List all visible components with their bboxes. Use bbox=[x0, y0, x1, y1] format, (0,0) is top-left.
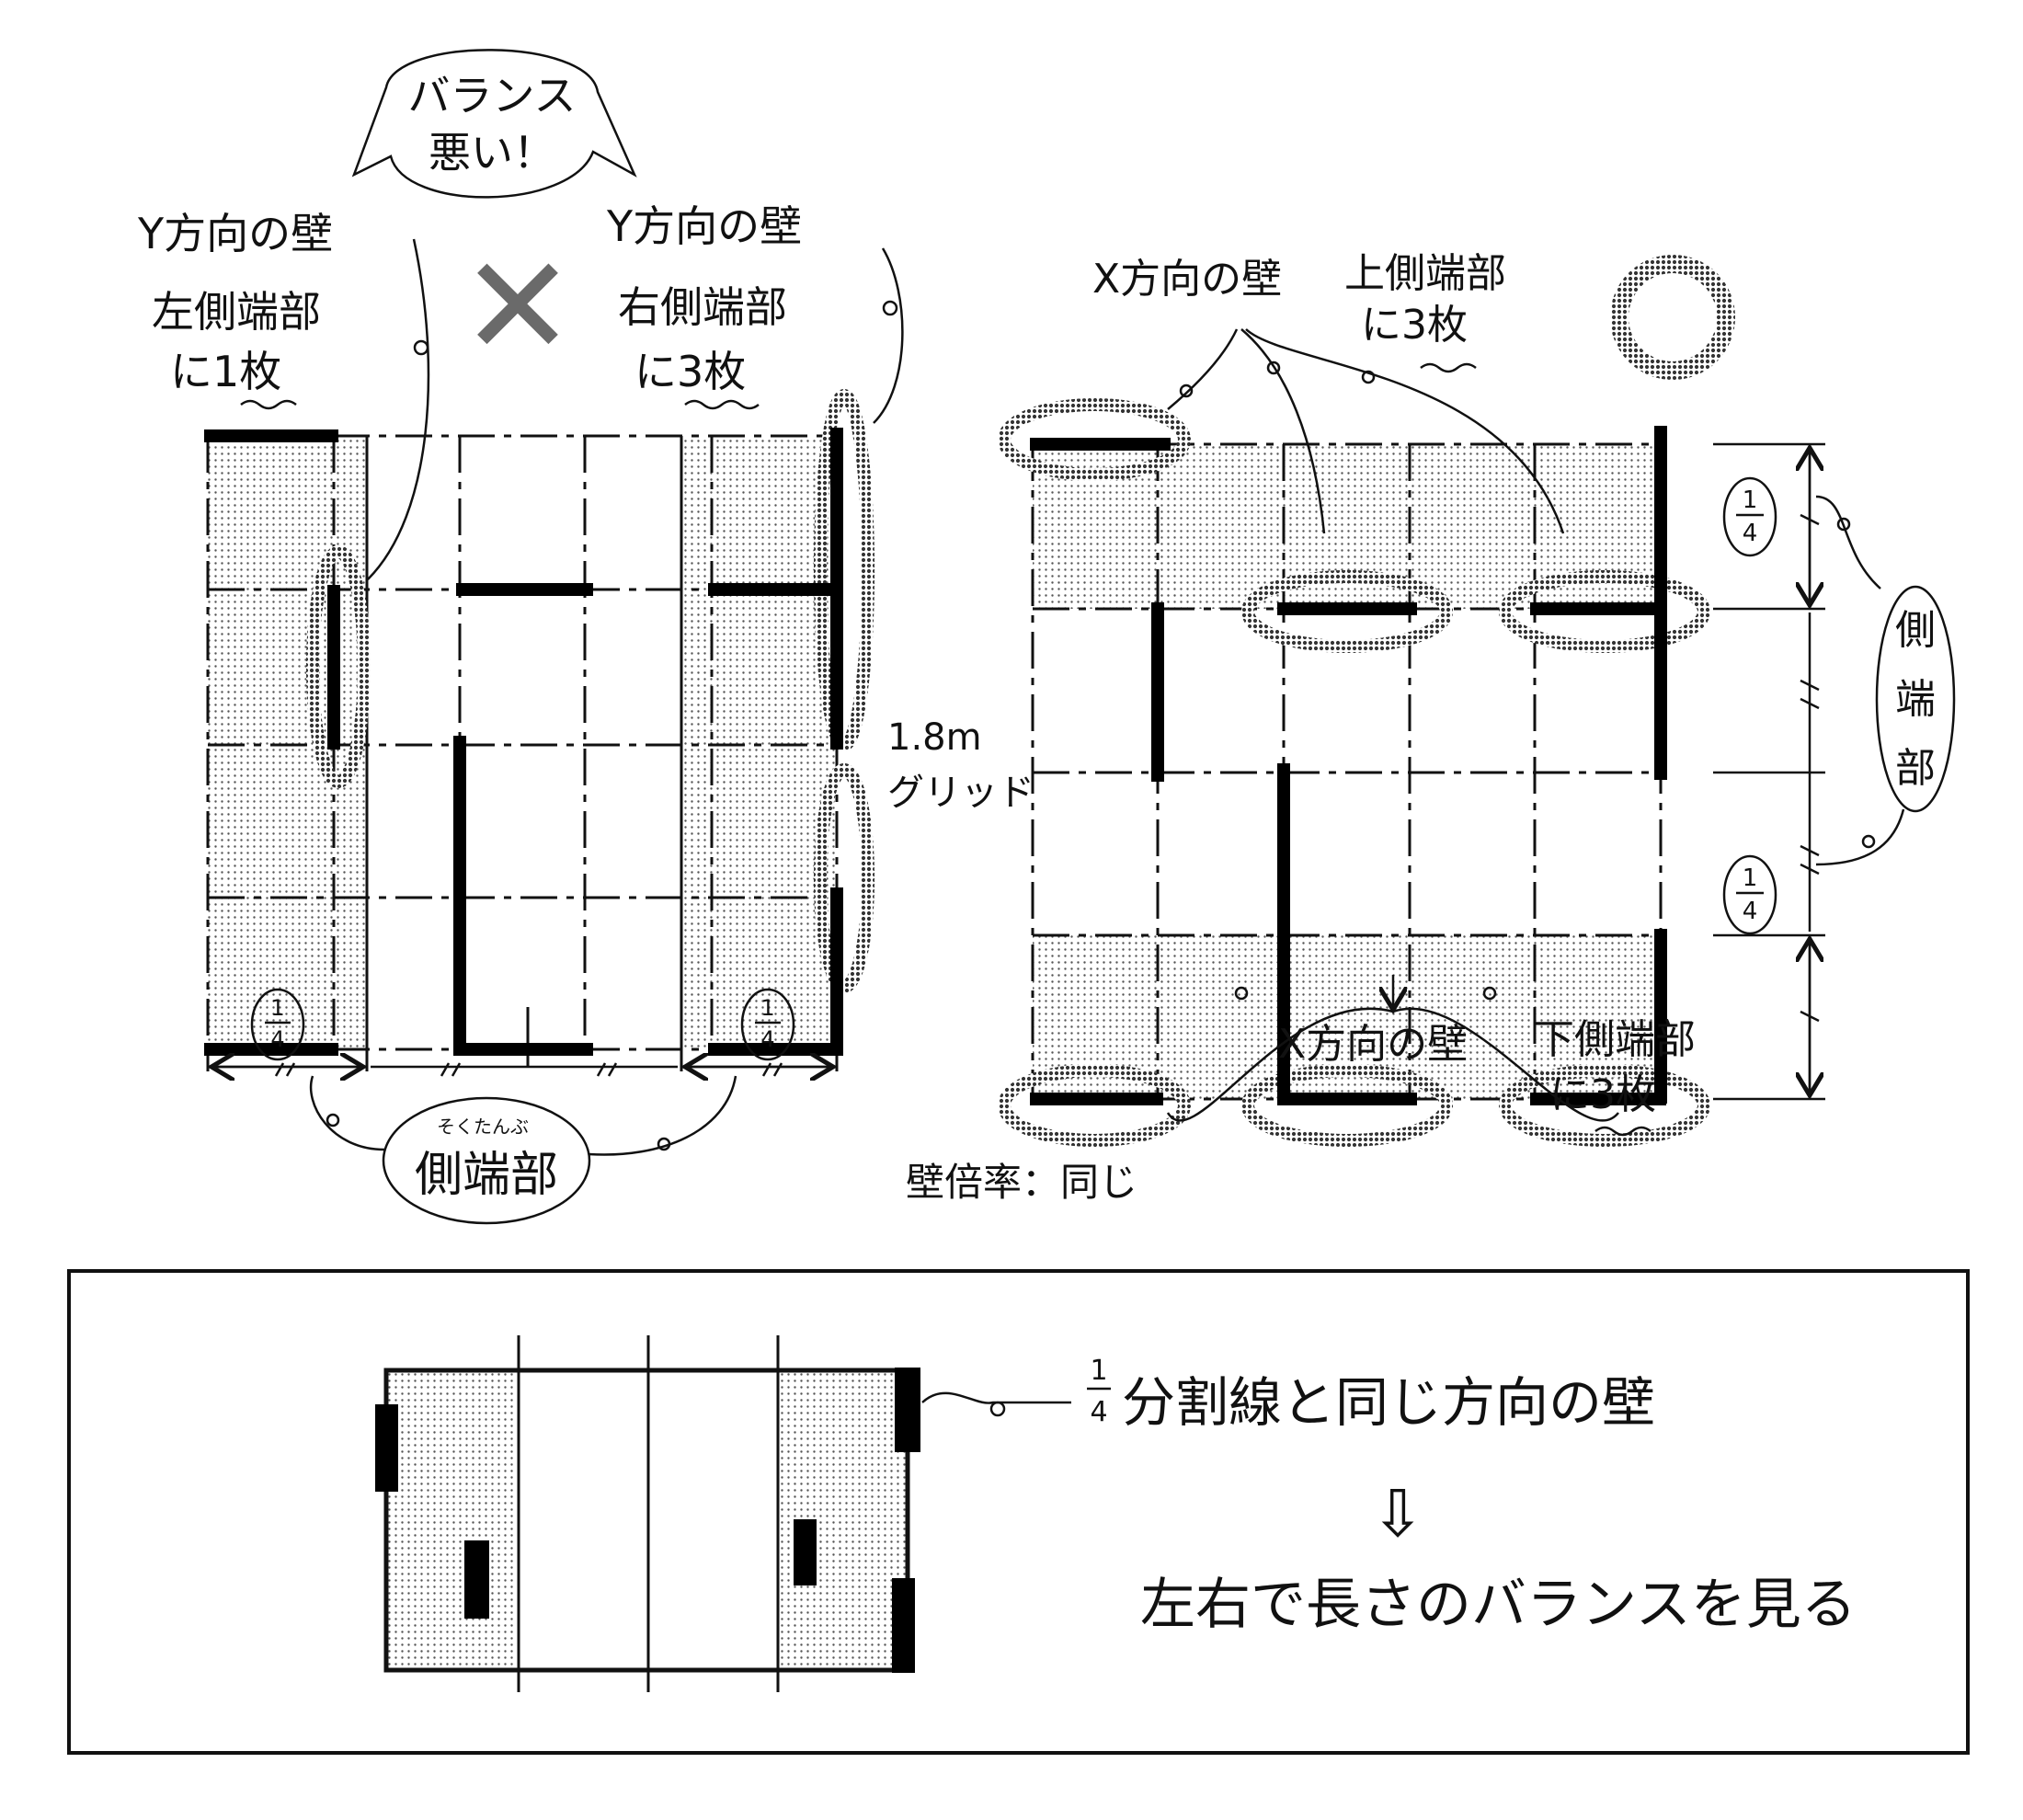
svg-text:バランス: バランス bbox=[407, 71, 576, 120]
svg-text:に3枚: に3枚 bbox=[1549, 1071, 1656, 1118]
svg-text:1: 1 bbox=[270, 995, 284, 1021]
svg-text:端: 端 bbox=[1895, 676, 1936, 723]
side-end-label-right: 側 端 部 bbox=[1815, 495, 1956, 866]
svg-text:1: 1 bbox=[1090, 1355, 1107, 1387]
svg-text:1: 1 bbox=[1743, 486, 1758, 514]
svg-text:下側端部: 下側端部 bbox=[1534, 1016, 1696, 1063]
note-top-x-walls: X方向の壁 上側端部 に3枚 bbox=[1092, 250, 1565, 534]
quarter-badge-bottom: 1 4 bbox=[1722, 854, 1777, 935]
grid-size-note: 1.8m グリッド bbox=[887, 716, 1034, 814]
highlight-left-wall bbox=[306, 545, 371, 788]
svg-text:Y方向の壁: Y方向の壁 bbox=[137, 209, 333, 258]
walls bbox=[204, 428, 843, 1056]
left-side-zone bbox=[208, 436, 367, 1049]
svg-text:右側端部: 右側端部 bbox=[618, 282, 787, 332]
summary-plan bbox=[375, 1335, 1071, 1692]
circle-mark bbox=[1610, 255, 1735, 380]
svg-text:に3枚: に3枚 bbox=[634, 347, 746, 396]
svg-text:⇩: ⇩ bbox=[1371, 1476, 1425, 1551]
quarter-badge-top: 1 4 bbox=[1722, 476, 1777, 557]
svg-text:4: 4 bbox=[1090, 1396, 1107, 1428]
right-side-zone bbox=[681, 436, 837, 1049]
svg-text:に3枚: に3枚 bbox=[1361, 302, 1468, 349]
bad-mark: ✕ bbox=[460, 227, 576, 387]
svg-text:X方向の壁: X方向の壁 bbox=[1278, 1021, 1468, 1068]
svg-text:1: 1 bbox=[1743, 864, 1758, 892]
svg-text:部: 部 bbox=[1895, 745, 1936, 792]
wall-highlights bbox=[998, 398, 1710, 1147]
svg-text:1: 1 bbox=[760, 995, 774, 1021]
svg-text:4: 4 bbox=[1743, 898, 1758, 925]
svg-text:悪い！: 悪い！ bbox=[429, 128, 555, 177]
wall-ratio-note: 壁倍率：同じ bbox=[906, 1160, 1137, 1205]
svg-text:Y方向の壁: Y方向の壁 bbox=[606, 201, 802, 251]
svg-text:グリッド: グリッド bbox=[887, 772, 1034, 814]
svg-text:側端部: 側端部 bbox=[415, 1148, 558, 1203]
highlight-right-wall-bottom bbox=[814, 763, 874, 993]
vertical-dimension-line bbox=[1713, 442, 1825, 1101]
walls bbox=[1030, 426, 1667, 1105]
svg-text:上側端部: 上側端部 bbox=[1344, 250, 1506, 297]
svg-text:4: 4 bbox=[760, 1026, 774, 1052]
highlight-right-wall-top bbox=[814, 389, 874, 751]
speech-bubble: バランス 悪い！ bbox=[351, 49, 637, 199]
svg-text:左側端部: 左側端部 bbox=[152, 287, 321, 337]
right-floor-plan: 1 4 1 4 側 端 部 bbox=[998, 398, 1956, 1147]
note-left-y-walls: Y方向の壁 左側端部 に1枚 bbox=[137, 209, 430, 580]
good-mark: ○ bbox=[1610, 255, 1735, 380]
svg-text:に1枚: に1枚 bbox=[170, 347, 281, 396]
svg-text:そくたんぶ: そくたんぶ bbox=[437, 1116, 529, 1138]
svg-text:左右で長さのバランスを見る: 左右で長さのバランスを見る bbox=[1140, 1573, 1857, 1637]
svg-text:✕: ✕ bbox=[460, 227, 576, 387]
svg-text:4: 4 bbox=[1743, 520, 1758, 547]
note-right-y-walls: Y方向の壁 右側端部 に3枚 bbox=[606, 201, 904, 424]
summary-text: 1 4 分割線と同じ方向の壁 ⇩ 左右で長さのバランスを見る bbox=[1087, 1355, 1857, 1637]
svg-text:4: 4 bbox=[270, 1026, 284, 1052]
summary-box: 1 4 分割線と同じ方向の壁 ⇩ 左右で長さのバランスを見る bbox=[67, 1269, 1970, 1755]
side-end-label-bottom: そくたんぶ 側端部 bbox=[309, 1075, 737, 1225]
svg-text:1.8m: 1.8m bbox=[887, 716, 982, 759]
quarter-badge-right: 1 4 bbox=[740, 988, 795, 1061]
svg-text:側: 側 bbox=[1895, 607, 1936, 654]
left-floor-plan: 1 4 1 4 そくたんぶ 側端部 bbox=[204, 389, 874, 1225]
svg-text:X方向の壁: X方向の壁 bbox=[1092, 256, 1282, 303]
quarter-badge-left: 1 4 bbox=[250, 988, 305, 1061]
note-bottom-x-walls: X方向の壁 下側端部 に3枚 bbox=[1166, 975, 1696, 1137]
horizontal-dimension-line bbox=[211, 1063, 833, 1076]
svg-text:分割線と同じ方向の壁: 分割線と同じ方向の壁 bbox=[1122, 1371, 1655, 1434]
